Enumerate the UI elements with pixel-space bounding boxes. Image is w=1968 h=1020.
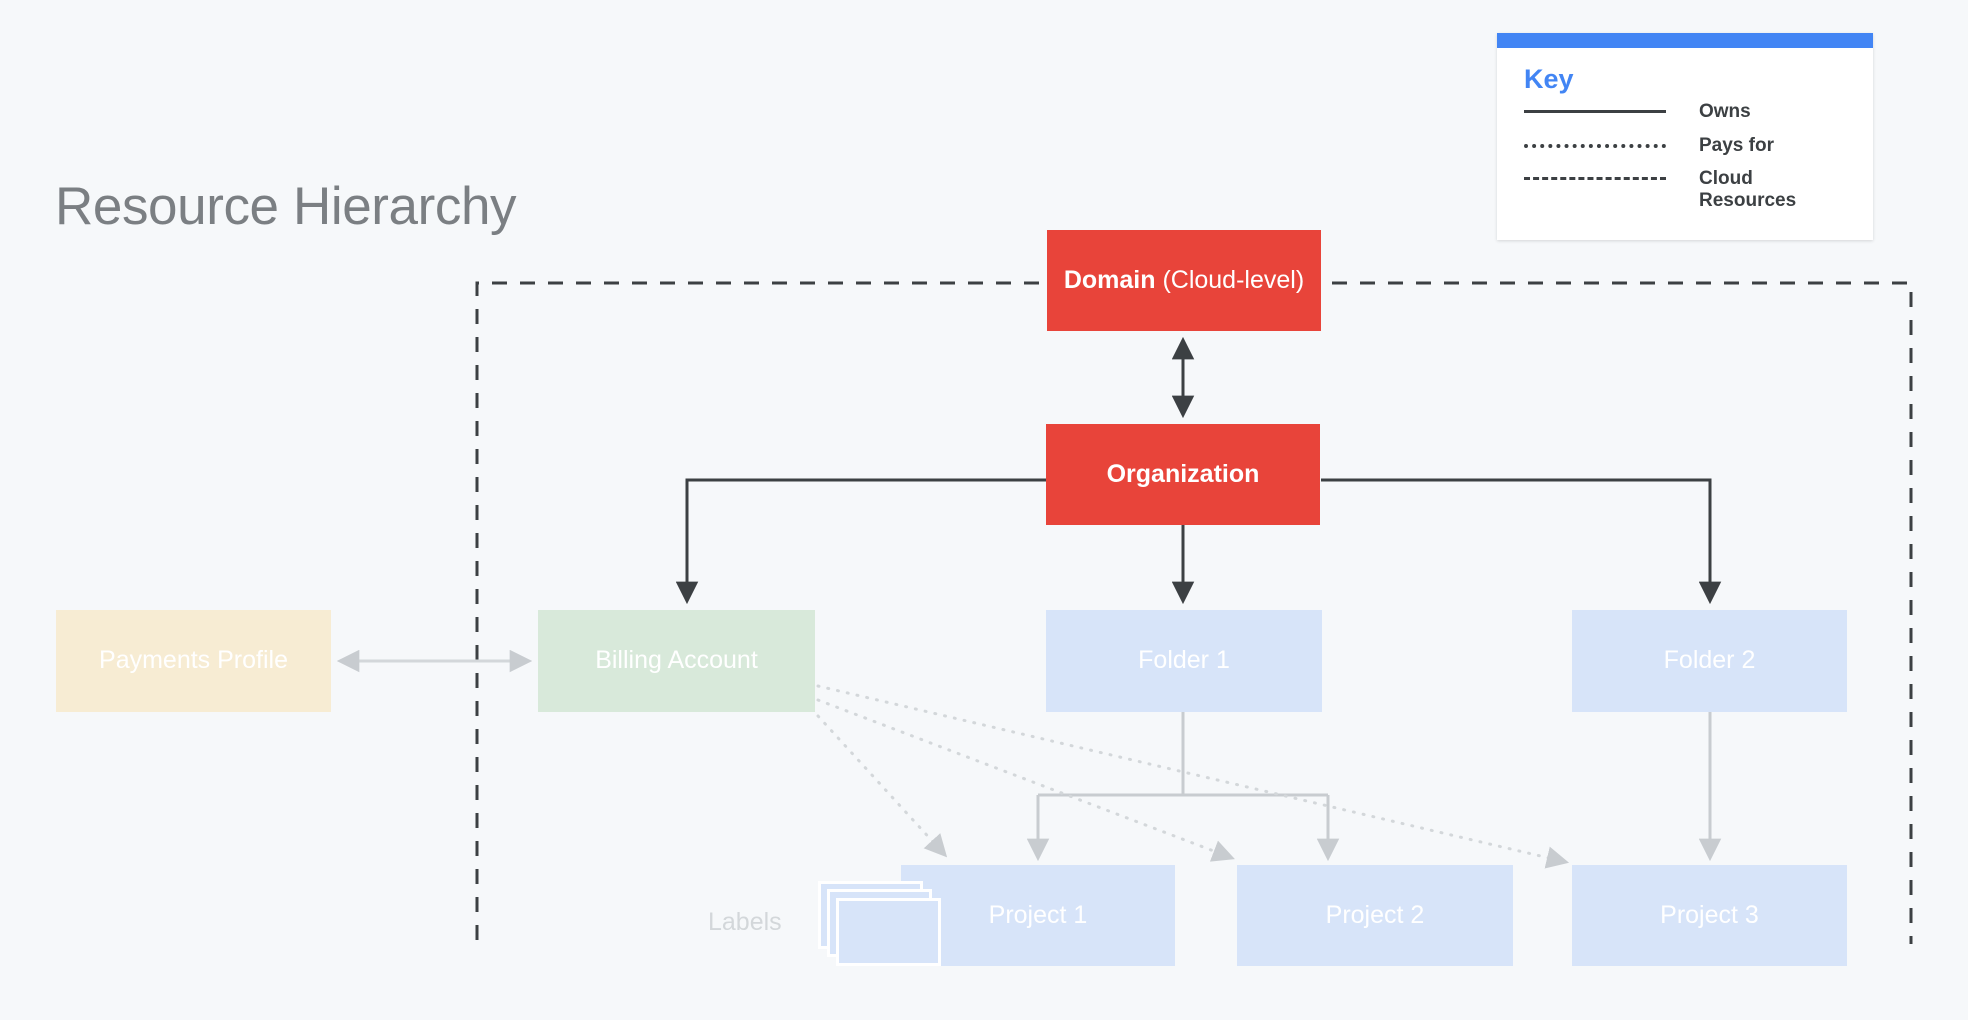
key-row-owns: Owns [1524, 101, 1854, 123]
node-billing-account[interactable]: Billing Account [538, 610, 815, 712]
node-project-2-label: Project 2 [1325, 900, 1425, 929]
key-swatch-dotted-icon [1524, 135, 1666, 155]
key-swatch-solid-icon [1524, 101, 1666, 121]
node-folder-2[interactable]: Folder 2 [1572, 610, 1847, 712]
node-domain[interactable]: Domain (Cloud-level) [1047, 230, 1321, 331]
key-panel: Key Owns Pays for Cloud Resources [1497, 33, 1873, 240]
node-project-1-label: Project 1 [988, 900, 1088, 929]
node-project-3[interactable]: Project 3 [1572, 865, 1847, 966]
node-domain-label-bold: Domain [1063, 265, 1156, 294]
edge-billing-pays-project1 [816, 714, 948, 858]
key-label-cloud-resources: Cloud Resources [1699, 168, 1797, 212]
node-project-2[interactable]: Project 2 [1237, 865, 1513, 966]
node-payments-profile-label: Payments Profile [99, 646, 288, 675]
key-panel-body: Key Owns Pays for Cloud Resources [1497, 48, 1873, 240]
node-folder-2-label: Folder 2 [1663, 646, 1756, 675]
key-row-pays-for: Pays for [1524, 135, 1854, 157]
key-label-pays-for: Pays for [1699, 135, 1774, 156]
edge-billing-pays-project2 [816, 698, 1235, 862]
node-domain-label-rest: (Cloud-level) [1155, 265, 1305, 294]
node-organization[interactable]: Organization [1046, 424, 1320, 525]
key-panel-accent-bar [1497, 33, 1873, 48]
edge-organization-billing [675, 478, 1046, 605]
labels-caption: Labels [708, 908, 782, 936]
edge-organization-folder2 [1321, 478, 1722, 605]
edge-billing-pays-project3 [816, 684, 1570, 869]
labels-stack-icon [818, 881, 943, 971]
node-organization-label: Organization [1106, 459, 1260, 488]
node-project-3-label: Project 3 [1660, 900, 1759, 929]
key-label-owns: Owns [1699, 101, 1751, 122]
key-row-cloud-resources: Cloud Resources [1524, 168, 1854, 213]
node-folder-1[interactable]: Folder 1 [1046, 610, 1322, 712]
edge-folder1-branch [1036, 712, 1330, 857]
key-swatch-dashed-icon [1524, 168, 1666, 188]
key-heading: Key [1524, 64, 1574, 94]
page-title: Resource Hierarchy [55, 177, 517, 236]
node-billing-account-label: Billing Account [595, 646, 758, 675]
node-folder-1-label: Folder 1 [1138, 646, 1230, 675]
label-card-front [836, 898, 941, 966]
node-payments-profile[interactable]: Payments Profile [56, 610, 331, 712]
